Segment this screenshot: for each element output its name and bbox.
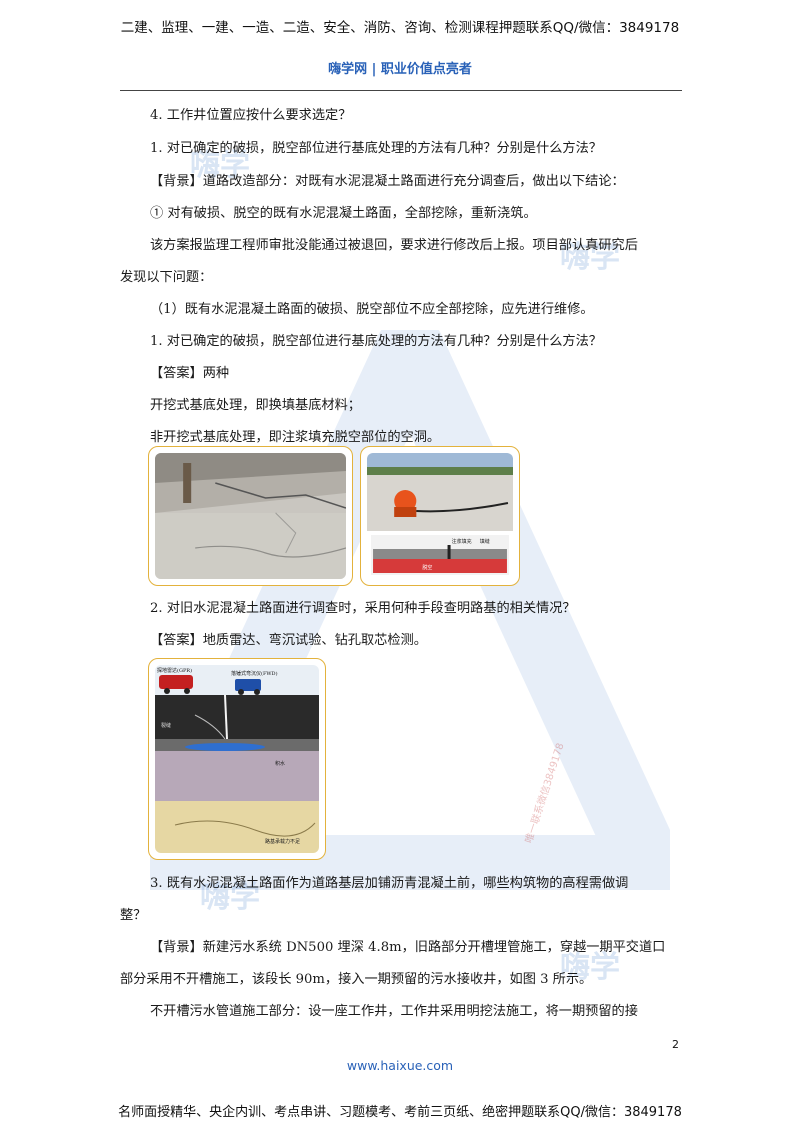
answer-line: 【答案】两种 bbox=[150, 366, 230, 381]
answer-line: 【答案】地质雷达、弯沉试验、钻孔取芯检测。 bbox=[150, 633, 427, 648]
background-line: 【背景】新建污水系统 DN500 埋深 4.8m，旧路部分开槽埋管施工，穿越一期… bbox=[150, 940, 666, 955]
header-divider bbox=[120, 90, 682, 91]
grout-label-c: 脱空 bbox=[422, 564, 432, 571]
survey-diagram: 探地雷达(GPR) 落锤式弯沉仪(FWD) 裂缝 积水 路基承载力不足 bbox=[148, 658, 326, 860]
answer-line: 非开挖式基底处理，即注浆填充脱空部位的空洞。 bbox=[150, 430, 441, 445]
answer-line: 开挖式基底处理，即换填基底材料； bbox=[150, 398, 361, 413]
grout-label-a: 注浆填充 bbox=[452, 538, 472, 545]
body-line: 部分采用不开槽施工，该段长 90m，接入一期预留的污水接收井，如图 3 所示。 bbox=[120, 972, 593, 987]
grouting-photo: 注浆填充 填缝 脱空 bbox=[360, 446, 520, 586]
body-line: （1）既有水泥混凝土路面的破损、脱空部位不应全部挖除，应先进行维修。 bbox=[150, 302, 594, 317]
question-line: 1. 对已确定的破损，脱空部位进行基底处理的方法有几种？分别是什么方法？ bbox=[150, 141, 602, 156]
question-line: 3. 既有水泥混凝土路面作为道路基层加铺沥青混凝土前，哪些构筑物的高程需做调 bbox=[150, 876, 629, 891]
survey-label-layer3: 路基承载力不足 bbox=[265, 838, 300, 845]
body-line: ① 对有破损、脱空的既有水泥混凝土路面，全部挖除，重新浇筑。 bbox=[150, 206, 537, 221]
site-url-link[interactable]: www.haixue.com bbox=[346, 1058, 454, 1073]
bottom-banner: 名师面授精华、央企内训、考点串讲、习题模考、考前三页纸、绝密押题联系QQ/微信：… bbox=[118, 1105, 682, 1120]
background-line: 【背景】道路改造部分：对既有水泥混凝土路面进行充分调查后，做出以下结论： bbox=[150, 174, 625, 189]
survey-label-layer1: 裂缝 bbox=[161, 722, 171, 729]
question-line: 1. 对已确定的破损，脱空部位进行基底处理的方法有几种？分别是什么方法？ bbox=[150, 334, 602, 349]
question-line: 2. 对旧水泥混凝土路面进行调查时，采用何种手段查明路基的相关情况？ bbox=[150, 601, 576, 616]
question-line: 4. 工作井位置应按什么要求选定？ bbox=[150, 108, 352, 123]
top-banner: 二建、监理、一建、一造、二造、安全、消防、咨询、检测课程押题联系QQ/微信：38… bbox=[120, 20, 680, 36]
site-header[interactable]: 嗨学网 | 职业价值点亮者 bbox=[328, 62, 472, 77]
body-line: 发现以下问题： bbox=[120, 270, 213, 285]
body-line: 该方案报监理工程师审批没能通过被退回，要求进行修改后上报。项目部认真研究后 bbox=[150, 238, 638, 253]
page-number: 2 bbox=[672, 1038, 679, 1051]
survey-label-gpr: 探地雷达(GPR) bbox=[157, 667, 192, 674]
grout-label-b: 填缝 bbox=[480, 538, 490, 545]
body-line: 整？ bbox=[120, 908, 147, 923]
survey-label-fwd: 落锤式弯沉仪(FWD) bbox=[231, 670, 278, 677]
cracked-pavement-photo bbox=[148, 446, 353, 586]
survey-label-layer2: 积水 bbox=[275, 760, 285, 767]
watermark-contact: 唯一联系微信3849178 bbox=[523, 741, 567, 845]
body-line: 不开槽污水管道施工部分：设一座工作井，工作井采用明挖法施工，将一期预留的接 bbox=[150, 1004, 638, 1019]
